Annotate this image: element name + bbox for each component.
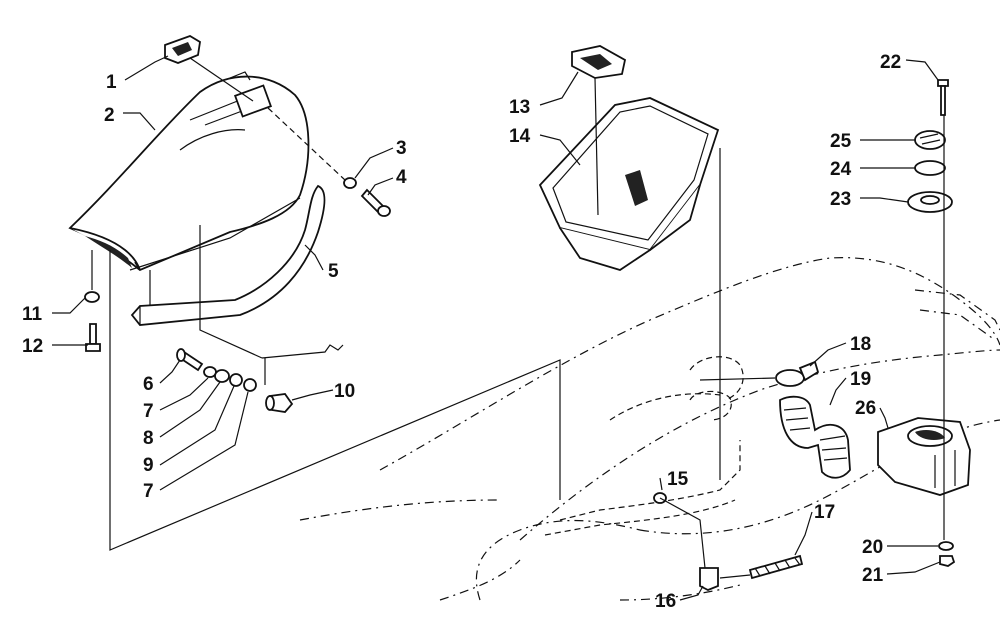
storage-tray-part	[538, 97, 720, 271]
clamp-and-hose	[775, 360, 851, 479]
leader-lines	[52, 55, 941, 601]
screw-22	[937, 79, 949, 116]
cup-holder-part	[877, 417, 971, 496]
seat-latch-part	[164, 35, 201, 64]
callout-17: 17	[814, 502, 835, 523]
cap-ring-base	[907, 130, 953, 213]
tray-clip-part	[571, 45, 627, 79]
assembly-guide-lines	[91, 57, 945, 569]
callout-1: 1	[106, 72, 117, 93]
bracket-and-spring	[699, 554, 804, 591]
latch-rod-part	[261, 344, 344, 359]
callout-14: 14	[509, 126, 531, 147]
callout-23: 23	[830, 189, 851, 210]
callout-21: 21	[862, 565, 884, 586]
callout-labels: 1 2 3 4 5 11 12 6 7 8 9 7 10 13 14 15 16…	[22, 52, 901, 612]
callout-5: 5	[328, 261, 339, 282]
callout-11: 11	[22, 304, 43, 325]
callout-9: 9	[143, 455, 154, 476]
washer-20-nut-21	[938, 541, 956, 567]
callout-15: 15	[667, 469, 689, 490]
callout-6: 6	[143, 374, 154, 395]
callout-13: 13	[509, 97, 530, 118]
callout-10: 10	[334, 381, 355, 402]
seat-part	[68, 71, 310, 272]
washer-11-bolt-12	[84, 291, 101, 352]
seat-strap-part	[130, 184, 326, 326]
callout-22: 22	[880, 52, 901, 73]
callout-4: 4	[396, 167, 407, 188]
callout-19: 19	[850, 369, 871, 390]
callout-24: 24	[830, 159, 852, 180]
callout-12: 12	[22, 336, 43, 357]
callout-7-upper: 7	[143, 401, 154, 422]
callout-25: 25	[830, 131, 852, 152]
callout-16: 16	[655, 591, 676, 612]
callout-3: 3	[396, 138, 407, 159]
callout-26: 26	[855, 398, 876, 419]
washer-and-bolt	[343, 177, 391, 217]
callout-2: 2	[104, 105, 115, 126]
hardware-stack	[176, 348, 294, 413]
callout-8: 8	[143, 428, 154, 449]
callout-18: 18	[850, 334, 871, 355]
callout-7-lower: 7	[143, 481, 154, 502]
callout-20: 20	[862, 537, 883, 558]
